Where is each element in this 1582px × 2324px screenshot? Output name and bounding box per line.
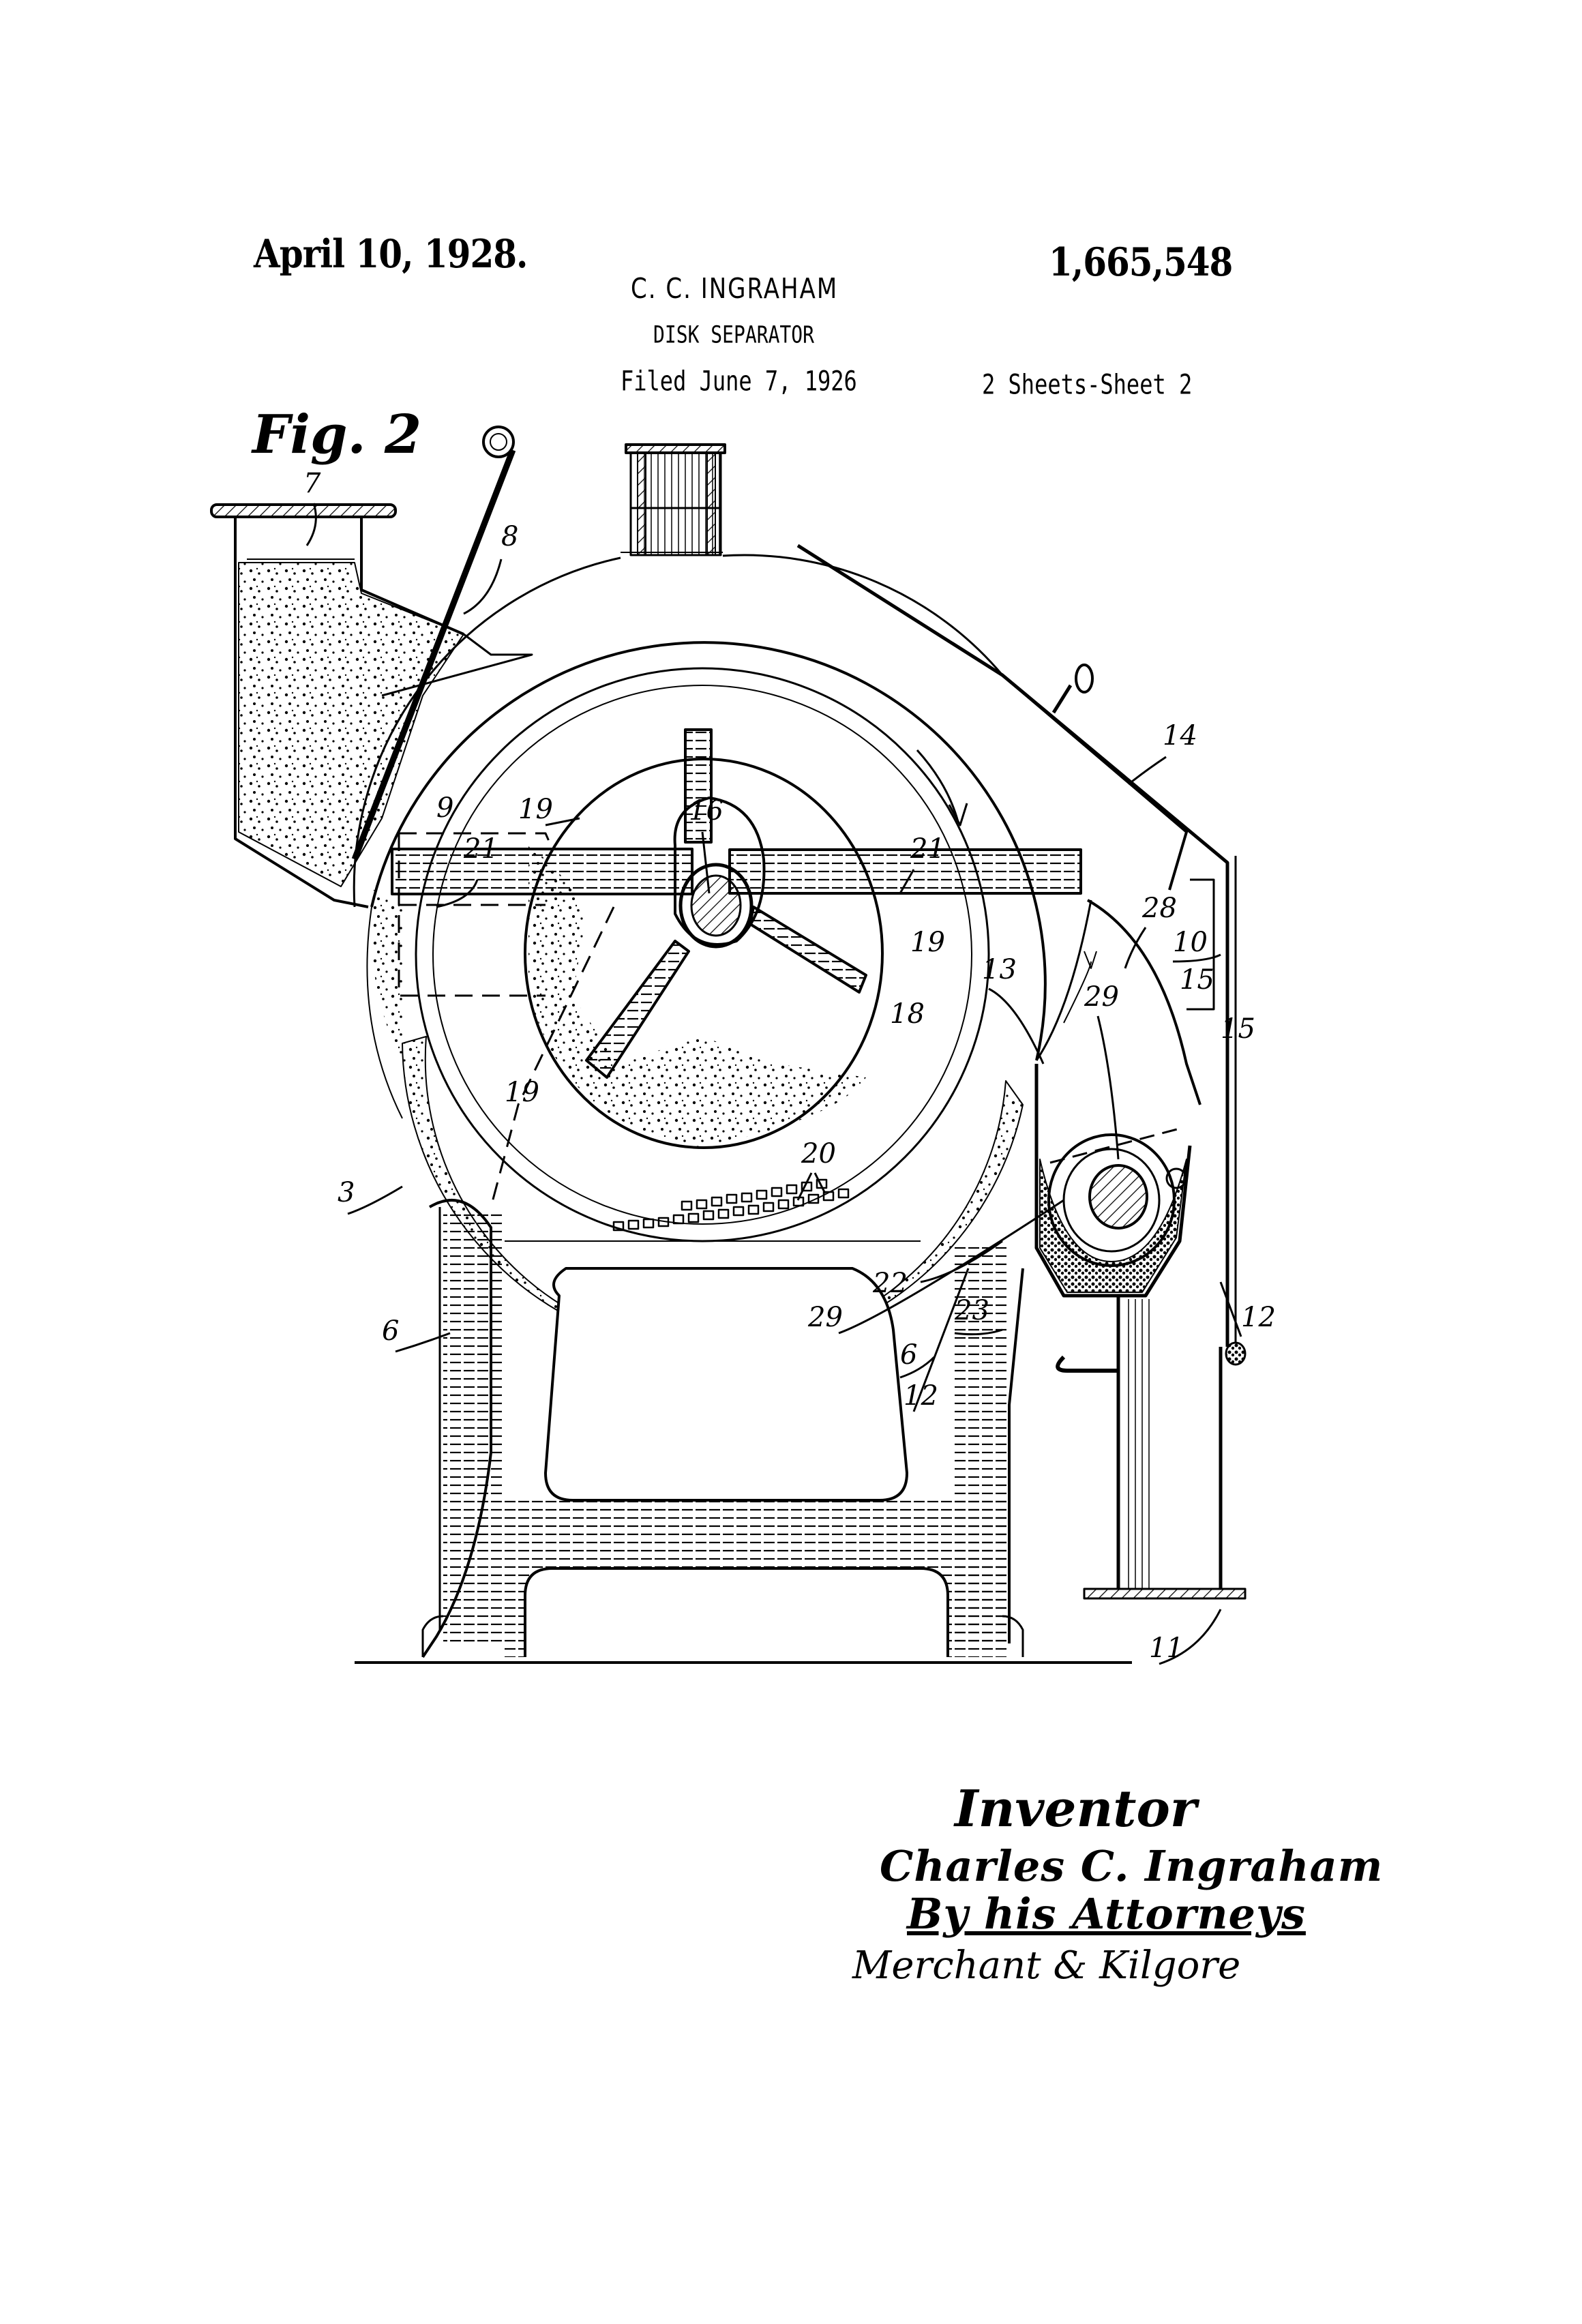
ref-19-right: 19: [910, 927, 945, 958]
outlet-pipe: [625, 443, 726, 556]
ref-21-left: 21: [463, 833, 498, 865]
ref-15-lower: 15: [1221, 1013, 1255, 1045]
reference-numerals: 7 8 9 21 19 16 21 14 28 10 19 13 29 15 1…: [303, 468, 1276, 1664]
issue-date: April 10, 1928.: [254, 230, 528, 277]
ref-29-upper: 29: [1084, 981, 1119, 1013]
trough-outline: [398, 832, 615, 1208]
ref-9: 9: [436, 792, 453, 824]
filing-date: Filed June 7, 1926: [621, 365, 857, 398]
casing: [353, 543, 1229, 1347]
signature-heading: Inventor: [955, 1780, 1197, 1838]
inventor-signature: Charles C. Ingraham: [880, 1841, 1384, 1891]
ref-15-upper: 15: [1180, 964, 1214, 996]
figure-label: Fig. 2: [252, 404, 422, 466]
separator-disk: [366, 667, 1024, 1354]
gate-lever: [351, 426, 533, 861]
base-frame: [355, 1199, 1132, 1664]
rotation-arrow: [916, 749, 968, 826]
discharge-chute: [1035, 878, 1215, 1105]
ref-23: 23: [954, 1295, 989, 1326]
patent-number: 1,665,548: [1049, 239, 1233, 285]
invention-title: DISK SEPARATOR: [653, 321, 815, 349]
ref-16: 16: [689, 795, 723, 826]
ref-7: 7: [303, 468, 321, 499]
ref-6-left: 6: [382, 1315, 399, 1347]
hub-shaft: [673, 796, 766, 949]
ref-22: 22: [872, 1268, 908, 1299]
ref-11: 11: [1149, 1633, 1184, 1664]
screen-perforations: [612, 1178, 850, 1232]
inventor-name: C. C. INGRAHAM: [631, 273, 839, 306]
ref-20: 20: [801, 1138, 836, 1170]
ref-21-right: 21: [910, 833, 945, 865]
leader-lines: [305, 503, 1242, 1665]
ref-12-right: 12: [1241, 1302, 1276, 1333]
ref-3: 3: [338, 1177, 355, 1208]
screw-conveyor: [1034, 1064, 1192, 1298]
ref-28: 28: [1141, 893, 1177, 924]
ref-29-lower: 29: [807, 1302, 843, 1333]
ref-13: 13: [982, 954, 1017, 985]
attorney-line: By his Attorneys: [907, 1889, 1306, 1939]
sheet-count: 2 Sheets-Sheet 2: [982, 368, 1193, 401]
ref-8: 8: [501, 521, 518, 552]
ref-19-top: 19: [518, 794, 553, 825]
ref-19-lower: 19: [505, 1077, 539, 1108]
discharge-tube: [1056, 856, 1247, 1600]
ref-18: 18: [890, 998, 925, 1030]
attorney-signature: Merchant & Kilgore: [852, 1943, 1241, 1988]
ref-10: 10: [1173, 927, 1208, 958]
ref-14: 14: [1163, 720, 1197, 751]
hopper: [210, 503, 464, 908]
ref-6-right: 6: [900, 1339, 917, 1371]
ref-12-lower: 12: [904, 1380, 938, 1412]
